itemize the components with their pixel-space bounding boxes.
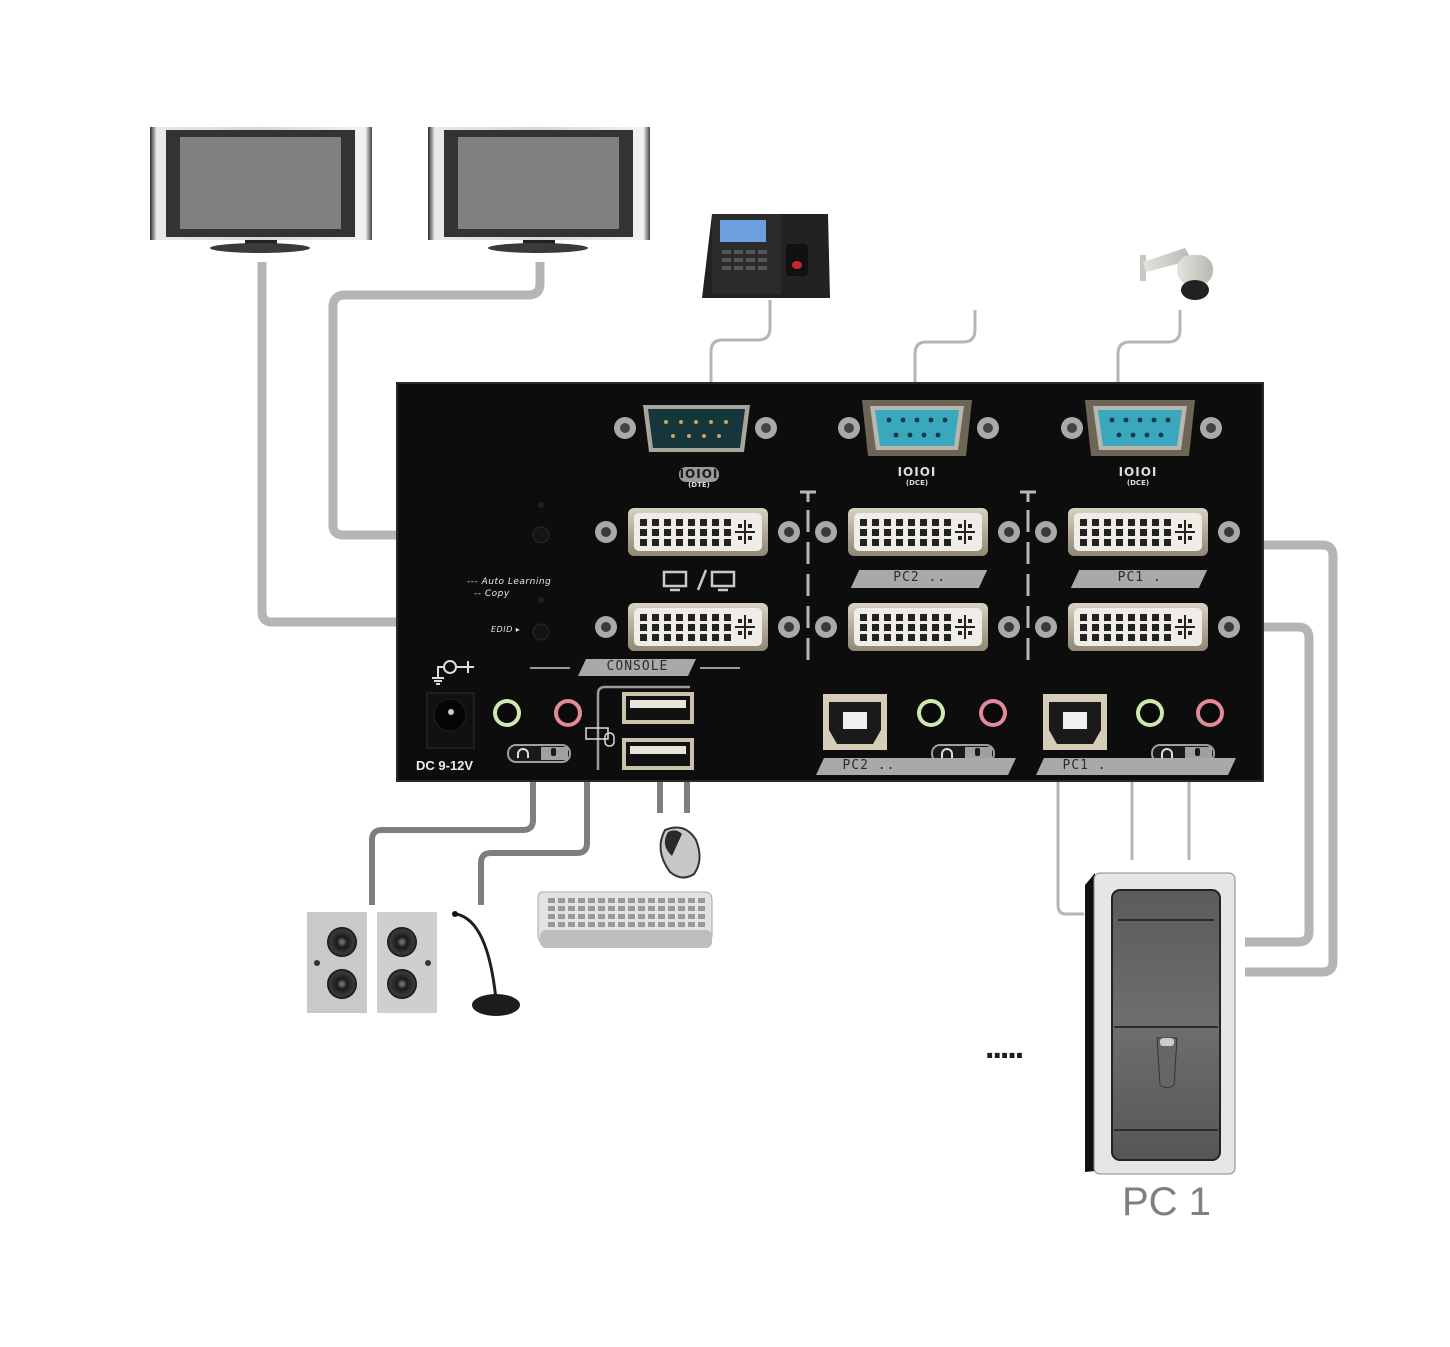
pc2-label: PC2 .. (842, 758, 896, 773)
pc2-audio-out-jack (917, 699, 945, 727)
serial-port-dte (614, 405, 777, 452)
group-dividers (800, 490, 1036, 668)
console-audio-out-jack (493, 699, 521, 727)
pc2-label: PC2 .. (893, 570, 947, 585)
cable-monitor2-dvi (328, 262, 605, 540)
pc1-dvi-plate: PC1 . (1070, 570, 1208, 588)
cable-pc1-dvi-2 (1245, 622, 1314, 947)
cables (257, 262, 1338, 977)
console-usb-a-2 (622, 738, 694, 770)
pc1-audio-out-jack (1136, 699, 1164, 727)
console-plate: CONSOLE (578, 659, 696, 676)
console-usb-a-1 (622, 692, 694, 724)
pc1-dvi-1-port (1035, 508, 1240, 556)
cable-speakers (369, 782, 536, 905)
serial-symbol: IOIOI (1118, 465, 1158, 479)
monitor-1 (150, 127, 372, 253)
auto-learning-label: --- Auto Learning (467, 577, 552, 587)
dvi-ports (595, 508, 1240, 651)
cable-monitor1-dvi (257, 262, 605, 627)
speakers (307, 912, 437, 1013)
pc1-label: PC1 . (1117, 570, 1162, 585)
pc2-bottom-plate: PC2 .. (816, 758, 1016, 775)
power-symbol (432, 660, 474, 685)
ptz-camera (1140, 248, 1213, 300)
fingerprint-terminal (702, 214, 830, 298)
console-mic-in-jack (554, 699, 582, 727)
keyboard (537, 891, 713, 948)
pc1-mic-in-jack (1196, 699, 1224, 727)
console-dvi-1-port (595, 508, 800, 556)
pc2-dvi-plate: PC2 .. (850, 570, 988, 588)
pc2-mic-in-jack (979, 699, 1007, 727)
pc2-dvi-1-port (815, 508, 1020, 556)
pc1-usb-b (1043, 694, 1107, 750)
serial-label-dce-2: IOIOI (DCE) (1111, 465, 1165, 487)
serial-port-dce-1 (838, 400, 999, 456)
mouse (659, 826, 701, 879)
console-label: CONSOLE (606, 659, 669, 674)
cable-microphone (478, 782, 590, 905)
cable-pc1-usb (1056, 782, 1084, 916)
serial-symbol: IOIOI (897, 465, 937, 479)
more-pcs-indicator: ..... (985, 1028, 1024, 1066)
pc2-dvi-2-port (815, 603, 1020, 651)
power-jack (426, 692, 475, 749)
console-dvi-2-port (595, 603, 800, 651)
serial-type: (DCE) (1126, 479, 1150, 487)
serial-type: (DTE) (688, 481, 710, 489)
dte-badge (679, 467, 719, 482)
pc2-audio-badge (931, 744, 995, 763)
cable-fingerprint-serial (709, 300, 772, 385)
serial-port-dce-2 (1061, 400, 1222, 456)
serial-symbol: IOIOI (679, 467, 719, 481)
pc1-audio-badge (1151, 744, 1215, 763)
monitor-2 (428, 127, 650, 253)
serial-label-dte: IOIOI (DTE) (672, 467, 726, 489)
pc2-usb-b (823, 694, 887, 750)
kvm-back-panel (396, 382, 1264, 782)
serial-type: (DCE) (905, 479, 929, 487)
cable-serial-2 (913, 310, 977, 385)
pc-tower (1085, 872, 1236, 1175)
cable-camera-serial (1116, 310, 1182, 385)
serial-label-dce-1: IOIOI (DCE) (890, 465, 944, 487)
microphone (452, 911, 520, 1016)
usb-bracket (596, 685, 690, 770)
pc1-label: PC1 . (1062, 758, 1107, 773)
dual-monitor-icon (662, 569, 736, 592)
power-label: DC 9-12V (416, 758, 474, 773)
keyboard-mouse-icon (585, 727, 615, 747)
edid-label: EDID ▸ (491, 625, 521, 634)
copy-label: -- Copy (474, 589, 510, 599)
edid-button-area (532, 502, 550, 641)
cable-pc1-dvi-1 (1245, 540, 1338, 977)
pc-caption: PC 1 (1122, 1180, 1211, 1224)
pc1-dvi-2-port (1035, 603, 1240, 651)
console-audio-badge (507, 744, 571, 763)
pc1-bottom-plate: PC1 . (1036, 758, 1236, 775)
